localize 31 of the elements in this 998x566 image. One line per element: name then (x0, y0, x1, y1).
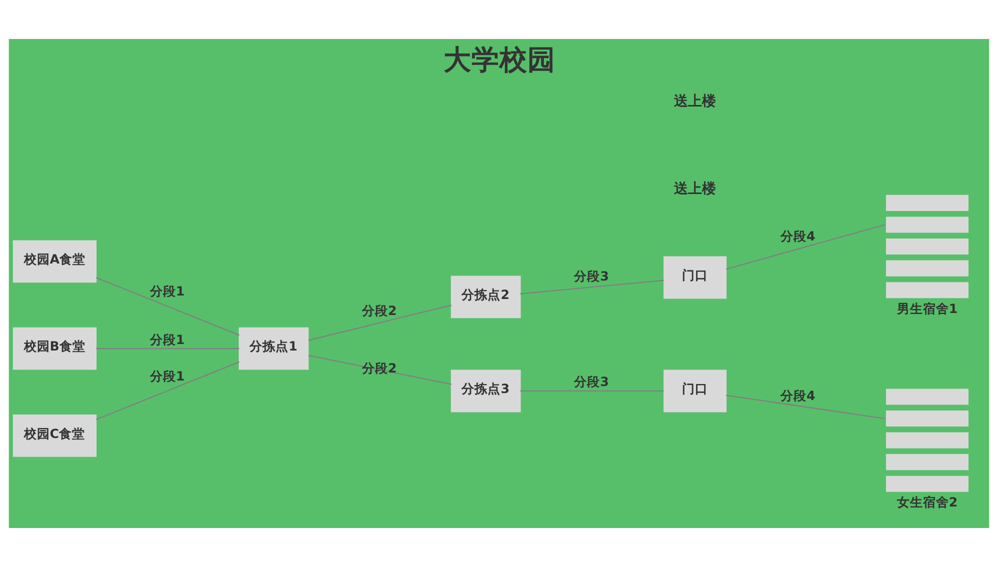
node-label: 男生宿舍1 (896, 300, 958, 316)
connector (308, 354, 452, 384)
connector (726, 224, 885, 270)
node-box: 分拣点1 (238, 326, 309, 370)
edge-label: 分段4 (780, 387, 816, 402)
node-box: 校园C食堂 (12, 414, 97, 456)
edge-label: 分段1 (150, 283, 185, 298)
edge-label: 分段4 (780, 228, 816, 244)
connector (96, 360, 240, 420)
edge-label: 分段3 (574, 268, 609, 284)
connector (520, 390, 664, 392)
diagram-title: 大学校园 (443, 44, 556, 76)
node-box: 门口 (664, 369, 727, 412)
edge-label: 分段2 (362, 302, 397, 318)
edge-label: 分段2 (362, 360, 397, 375)
node-box: 校园B食堂 (12, 326, 97, 370)
node-box: 分拣点2 (450, 275, 521, 318)
edge-label: 分段3 (574, 374, 609, 389)
connector (96, 348, 240, 349)
edge-label: 分段1 (150, 368, 185, 383)
connector (520, 279, 664, 294)
connector (308, 304, 452, 340)
label: 送上楼 (674, 93, 716, 110)
label: 送上楼 (674, 180, 716, 196)
edge-label: 分段1 (150, 331, 185, 346)
connector (726, 394, 885, 419)
connector (96, 276, 240, 336)
node-label: 女生宿舍2 (896, 494, 958, 510)
node-box: 校园A食堂 (12, 240, 97, 282)
node-box: 门口 (664, 256, 727, 298)
node-box: 分拣点3 (450, 369, 521, 412)
